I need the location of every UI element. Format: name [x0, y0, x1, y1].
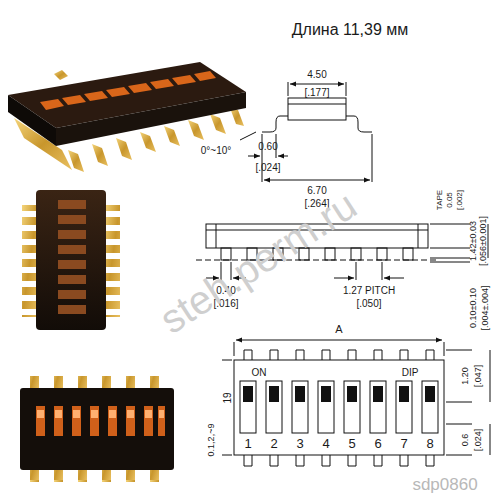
photo-vertical — [22, 190, 120, 330]
dimension-value: 0.6 — [461, 434, 471, 447]
dimension-value: 0.05 — [446, 192, 455, 208]
dimension-inch: [.002] — [456, 190, 465, 210]
side-mark: 19 — [222, 392, 233, 403]
switch-number: 3 — [296, 437, 303, 451]
watermark: steh.perm.ru — [152, 182, 364, 341]
switch-knobs — [243, 386, 435, 402]
end-view — [240, 82, 372, 182]
dimension-value: 0.10±0.10 — [469, 288, 479, 328]
dimension-value: 4.50 — [307, 69, 326, 80]
watermark-code: sdp0860 — [412, 476, 477, 495]
pitch-label: 1.27 PITCH — [343, 285, 395, 296]
switch-number: 1 — [244, 437, 251, 451]
photo-angled — [8, 62, 246, 172]
dimension-value: 1.20 — [461, 367, 471, 385]
switch-number: 7 — [400, 437, 407, 451]
switch-number: 6 — [374, 437, 381, 451]
dimension-inch: [.177] — [304, 87, 329, 98]
side-note: 0.1,2,~9 — [207, 424, 217, 457]
dimension-letter: A — [335, 323, 342, 335]
photo-top — [20, 376, 174, 482]
top-view — [222, 340, 490, 466]
dimension-inch: [.024] — [255, 162, 280, 173]
length-note: Длина 11,39 мм — [292, 21, 409, 39]
switch-number: 2 — [270, 437, 277, 451]
angle-value: 0°~10° — [201, 145, 232, 156]
dip-mark: DIP — [402, 367, 419, 378]
dimension-value: 0.60 — [258, 141, 277, 152]
switch-number: 4 — [322, 437, 329, 451]
dimension-inch: [.056±0.001] — [479, 216, 489, 266]
dimension-inch: [.024] — [474, 429, 484, 452]
dimension-value: 1.42±0.03 — [469, 221, 479, 261]
dimension-inch: [.004±.004] — [481, 286, 491, 331]
dimension-inch: [.050] — [356, 298, 381, 309]
dimension-inch: [.047] — [474, 365, 484, 388]
tape-label: TAPE — [436, 190, 445, 210]
switch-number: 5 — [348, 437, 355, 451]
switch-number: 8 — [426, 437, 433, 451]
on-mark: ON — [252, 367, 267, 378]
